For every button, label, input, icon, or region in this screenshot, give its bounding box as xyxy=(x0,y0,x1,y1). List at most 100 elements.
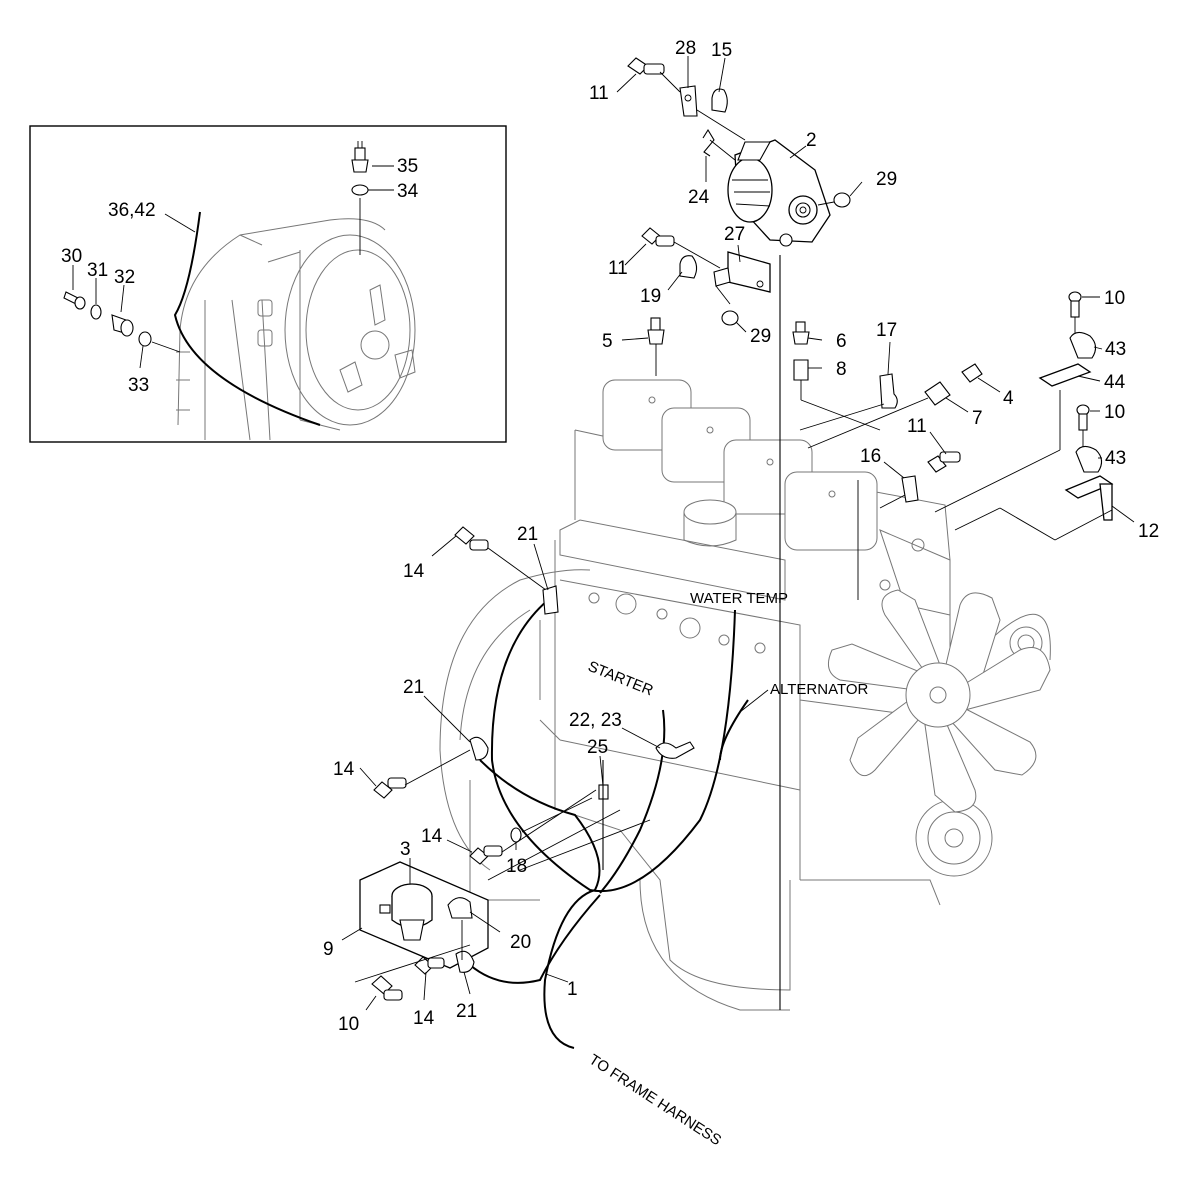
relay-3 xyxy=(391,883,433,941)
sensor-30 xyxy=(63,291,86,310)
bolt-11-top xyxy=(627,57,665,75)
sensor-5 xyxy=(647,317,665,376)
callout-35: 35 xyxy=(397,156,418,177)
bolt-10-upper xyxy=(1068,291,1082,340)
bracket-12 xyxy=(954,475,1114,541)
bolt-11-right xyxy=(927,451,961,473)
callout-10-lower: 10 xyxy=(1104,402,1125,423)
plate-44 xyxy=(934,363,1092,513)
wire-labels: WATER TEMP STARTER ALTERNATOR TO FRAME H… xyxy=(586,590,869,1149)
transmission-housing xyxy=(176,218,416,441)
callout-21-upper: 21 xyxy=(517,524,538,545)
clip-17 xyxy=(799,373,898,431)
sensor-4 xyxy=(961,363,983,383)
callout-10-bottom: 10 xyxy=(338,1014,359,1035)
sensor-6 xyxy=(792,321,810,345)
leader-lines xyxy=(341,56,1135,1011)
clamp-22-23 xyxy=(655,741,695,759)
callout-11-mid: 11 xyxy=(608,258,628,279)
callout-43-lower: 43 xyxy=(1105,448,1126,469)
callout-3: 3 xyxy=(400,839,411,860)
clip-16 xyxy=(879,475,919,509)
label-water-temp: WATER TEMP xyxy=(690,590,788,607)
spring-24 xyxy=(702,128,715,157)
callout-10-upper: 10 xyxy=(1104,288,1125,309)
clip-19 xyxy=(679,255,698,279)
callout-14-bottom: 14 xyxy=(413,1008,435,1029)
callout-9: 9 xyxy=(323,939,334,960)
callout-25: 25 xyxy=(587,737,608,758)
callout-17: 17 xyxy=(876,320,897,341)
clip-21-mid xyxy=(469,736,489,761)
clip-15 xyxy=(711,88,728,113)
clip-43-upper xyxy=(1069,331,1097,359)
sensor-35 xyxy=(351,141,369,173)
wire-36-42 xyxy=(173,211,321,426)
callout-19: 19 xyxy=(640,286,661,307)
callout-31: 31 xyxy=(87,260,108,281)
wiring-harness xyxy=(427,255,781,1049)
callout-12: 12 xyxy=(1138,521,1159,542)
harness-main xyxy=(490,599,736,893)
callout-14-low: 14 xyxy=(421,826,443,847)
bracket-28 xyxy=(679,85,698,117)
callout-11-top: 11 xyxy=(589,83,609,104)
cooling-fan xyxy=(827,589,1051,813)
adapter-32 xyxy=(111,314,134,337)
callout-28: 28 xyxy=(675,38,696,59)
engine-block xyxy=(439,379,1051,1011)
callout-29-upper: 29 xyxy=(876,169,897,190)
bolt-14-bottom xyxy=(414,956,445,975)
bolt-10-bottom xyxy=(371,975,403,1001)
bolt-14-low xyxy=(469,845,503,865)
callout-7: 7 xyxy=(972,408,983,429)
bolt-14-mid xyxy=(373,777,407,799)
callout-34: 34 xyxy=(397,181,419,202)
callout-27: 27 xyxy=(724,224,745,245)
clip-43-lower xyxy=(1075,445,1103,473)
alternator-2 xyxy=(727,139,831,247)
callout-36-42: 36,42 xyxy=(108,200,156,221)
callout-14-mid: 14 xyxy=(333,759,355,780)
clip-20 xyxy=(447,897,473,919)
washer-31 xyxy=(90,304,102,320)
adapter-7 xyxy=(807,381,951,449)
callout-4: 4 xyxy=(1003,388,1014,409)
callout-29-lower: 29 xyxy=(750,326,771,347)
nut-29-lower xyxy=(721,310,739,326)
callout-16: 16 xyxy=(860,446,881,467)
callout-2223: 22, 23 xyxy=(569,710,622,731)
callout-14-upper: 14 xyxy=(403,561,425,582)
bolt-14-upper xyxy=(454,526,547,591)
label-alternator: ALTERNATOR xyxy=(770,681,869,698)
callout-11-right: 11 xyxy=(907,416,927,437)
washer-33 xyxy=(138,331,152,347)
callout-32: 32 xyxy=(114,267,135,288)
callout-20: 20 xyxy=(510,932,531,953)
callout-21-lower: 21 xyxy=(456,1001,477,1022)
label-starter: STARTER xyxy=(586,658,656,700)
callout-1: 1 xyxy=(567,979,578,1000)
callout-24: 24 xyxy=(688,187,710,208)
bolt-11-mid xyxy=(641,227,675,247)
adapter-8 xyxy=(793,359,881,431)
washer-34 xyxy=(351,184,369,196)
alternator-assembly xyxy=(627,57,851,326)
callout-21-mid: 21 xyxy=(403,677,424,698)
callouts: 28 15 11 2 29 24 27 11 19 29 5 6 8 17 4 … xyxy=(323,38,1159,1035)
callout-30: 30 xyxy=(61,246,82,267)
washer-18 xyxy=(510,827,522,843)
bracket-27 xyxy=(713,251,771,293)
callout-18: 18 xyxy=(506,856,527,877)
transmission-inset: 35 34 36,42 30 31 32 33 xyxy=(29,125,507,443)
nut-29-upper xyxy=(833,192,851,208)
label-to-frame-harness: TO FRAME HARNESS xyxy=(586,1051,724,1149)
dipstick-25 xyxy=(598,760,609,870)
callout-15: 15 xyxy=(711,40,732,61)
callout-5: 5 xyxy=(602,331,613,352)
callout-2: 2 xyxy=(806,130,817,151)
callout-44: 44 xyxy=(1104,372,1126,393)
clip-21-upper xyxy=(542,585,559,615)
callout-43-upper: 43 xyxy=(1105,339,1126,360)
